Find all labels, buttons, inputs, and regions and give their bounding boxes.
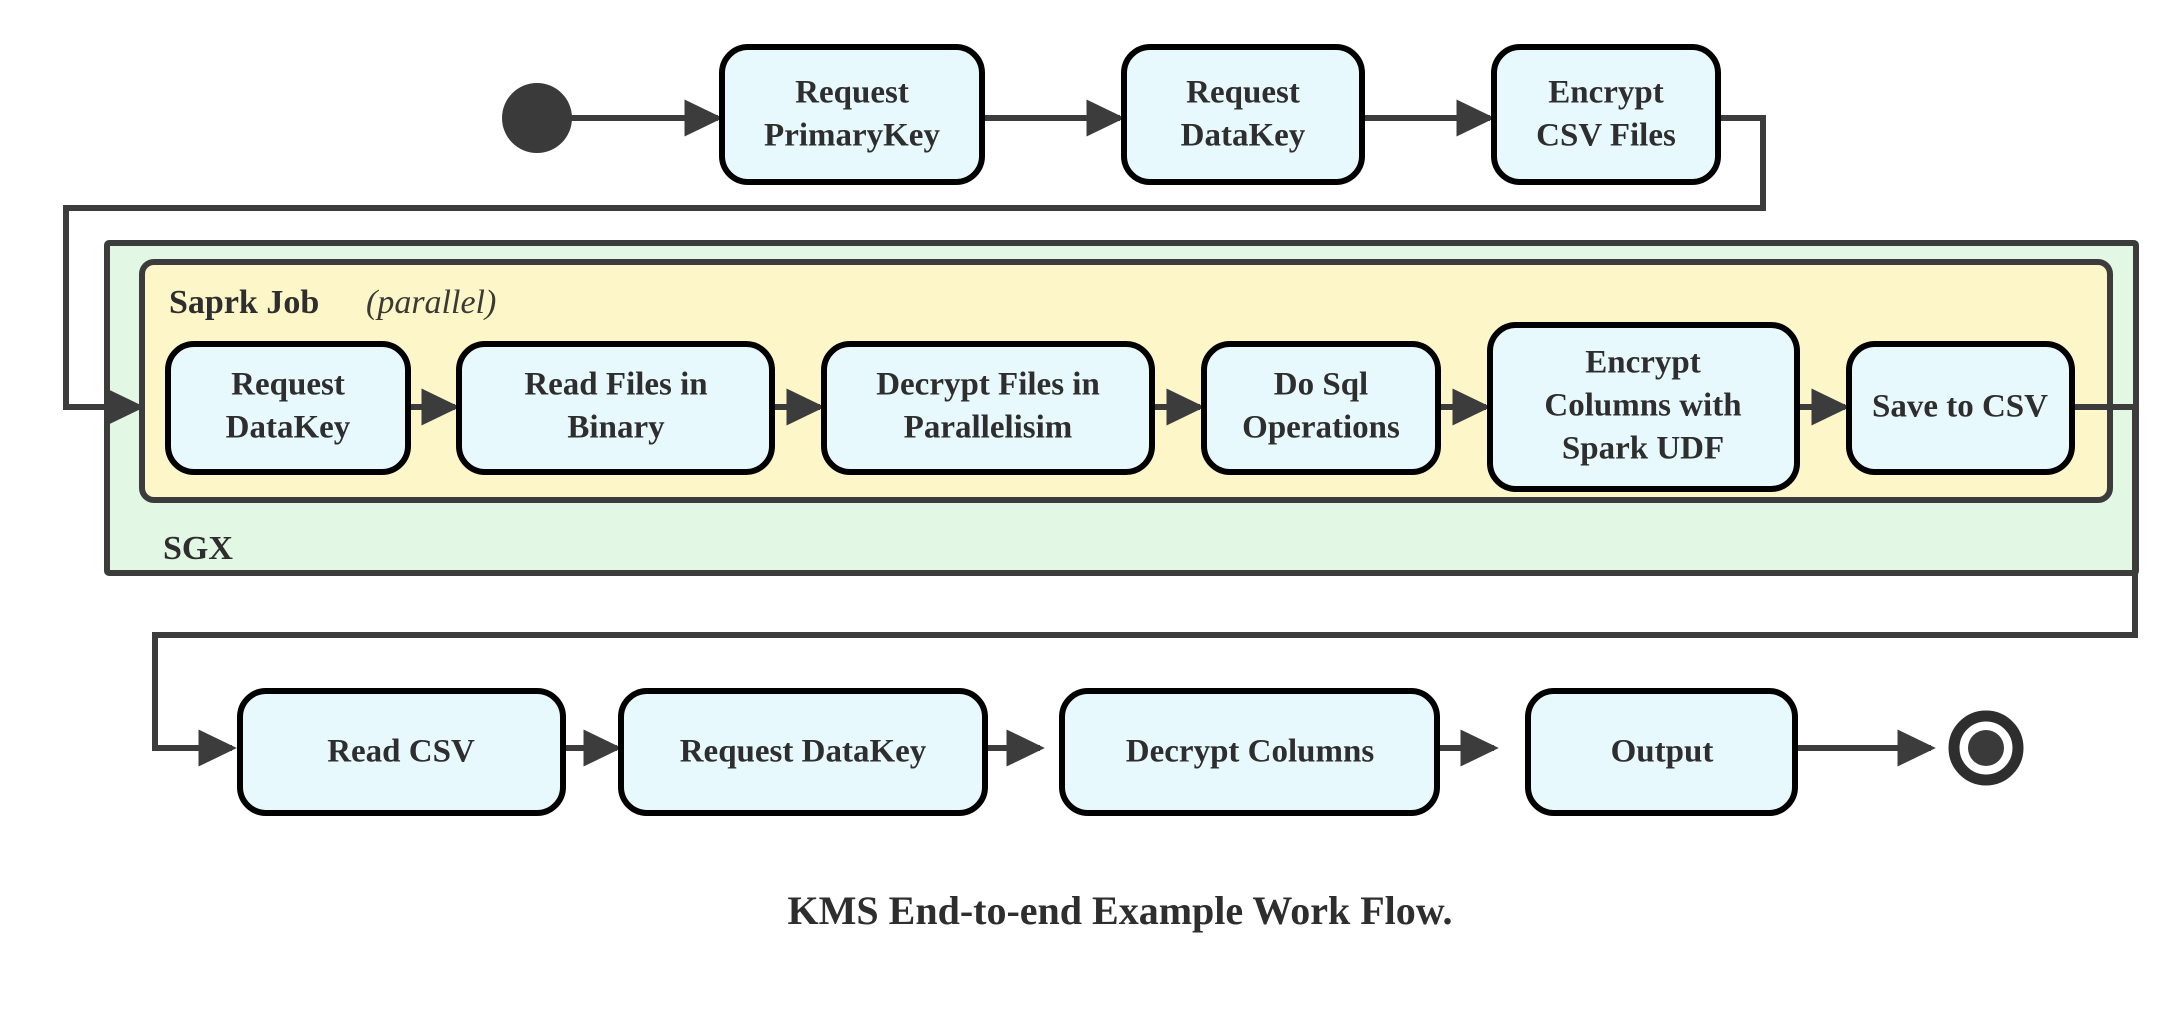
sgx-container-label: SGX — [163, 530, 233, 567]
node-do-sql-operations-line1: Do Sql — [1274, 367, 1368, 403]
node-do-sql-operations[interactable]: Do Sql Operations — [1201, 341, 1441, 475]
node-output-rect[interactable] — [1525, 688, 1798, 816]
node-decrypt-files-line1: Decrypt Files in — [876, 367, 1100, 403]
node-output[interactable]: Output — [1525, 688, 1798, 816]
node-read-csv-rect[interactable] — [237, 688, 566, 816]
node-request-datakey-spark-line1: Request — [231, 367, 345, 403]
node-do-sql-operations-rect[interactable] — [1201, 341, 1441, 475]
node-encrypt-csv-files-line2: CSV Files — [1536, 118, 1676, 154]
node-request-primarykey-line1: Request — [795, 75, 909, 111]
node-read-csv-label: Read CSV — [327, 734, 475, 770]
node-read-files-in-binary-rect[interactable] — [456, 341, 775, 475]
node-decrypt-columns-rect[interactable] — [1059, 688, 1440, 816]
spark-container-label: Saprk Job — [169, 284, 319, 321]
node-read-files-in-binary[interactable]: Read Files in Binary — [456, 341, 775, 475]
node-request-primarykey[interactable]: Request PrimaryKey — [719, 44, 985, 185]
node-request-primarykey-line2: PrimaryKey — [764, 118, 940, 154]
node-encrypt-columns-rect[interactable] — [1487, 322, 1800, 492]
node-decrypt-columns[interactable]: Decrypt Columns — [1059, 688, 1440, 816]
node-request-datakey-top-rect[interactable] — [1121, 44, 1365, 185]
node-decrypt-files-line2: Parallelisim — [904, 410, 1073, 446]
node-save-to-csv-label: Save to CSV — [1872, 389, 2048, 425]
node-read-files-in-binary-line2: Binary — [567, 410, 665, 446]
diagram-caption: KMS End-to-end Example Work Flow. — [788, 888, 1453, 933]
node-encrypt-csv-files-rect[interactable] — [1491, 44, 1721, 185]
node-decrypt-files-in-parallelisim[interactable]: Decrypt Files in Parallelisim — [821, 341, 1155, 475]
node-request-datakey-spark-line2: DataKey — [226, 410, 351, 446]
node-encrypt-columns-line3: Spark UDF — [1562, 431, 1724, 467]
node-request-datakey-top-line1: Request — [1186, 75, 1300, 111]
node-encrypt-columns-line1: Encrypt — [1585, 345, 1701, 381]
node-request-datakey-spark[interactable]: Request DataKey — [165, 341, 411, 475]
node-encrypt-csv-files[interactable]: Encrypt CSV Files — [1491, 44, 1721, 185]
edge-save-to-csv-to-read-csv — [152, 404, 2138, 767]
end-node — [1948, 710, 2024, 786]
node-read-csv[interactable]: Read CSV — [237, 688, 566, 816]
node-request-datakey-bottom-rect[interactable] — [618, 688, 988, 816]
node-request-datakey-top-line2: DataKey — [1181, 118, 1306, 154]
node-request-primarykey-rect[interactable] — [719, 44, 985, 185]
node-do-sql-operations-line2: Operations — [1242, 410, 1400, 446]
edge-encrypt-csv-files-to-request-datakey-spark — [63, 115, 1766, 426]
start-node — [502, 83, 572, 153]
node-decrypt-columns-label: Decrypt Columns — [1126, 734, 1375, 770]
node-save-to-csv[interactable]: Save to CSV — [1846, 341, 2075, 475]
node-read-files-in-binary-line1: Read Files in — [524, 367, 707, 403]
node-request-datakey-bottom-label: Request DataKey — [680, 734, 927, 770]
node-request-datakey-spark-rect[interactable] — [165, 341, 411, 475]
node-output-label: Output — [1611, 734, 1714, 770]
node-decrypt-files-in-parallelisim-rect[interactable] — [821, 341, 1155, 475]
spark-container-parallel-label: (parallel) — [366, 284, 496, 321]
node-encrypt-columns-line2: Columns with — [1544, 388, 1741, 424]
node-save-to-csv-rect[interactable] — [1846, 341, 2075, 475]
node-request-datakey-top[interactable]: Request DataKey — [1121, 44, 1365, 185]
node-request-datakey-bottom[interactable]: Request DataKey — [618, 688, 988, 816]
node-encrypt-columns-with-spark-udf[interactable]: Encrypt Columns with Spark UDF — [1487, 322, 1800, 492]
node-encrypt-csv-files-line1: Encrypt — [1548, 75, 1664, 111]
